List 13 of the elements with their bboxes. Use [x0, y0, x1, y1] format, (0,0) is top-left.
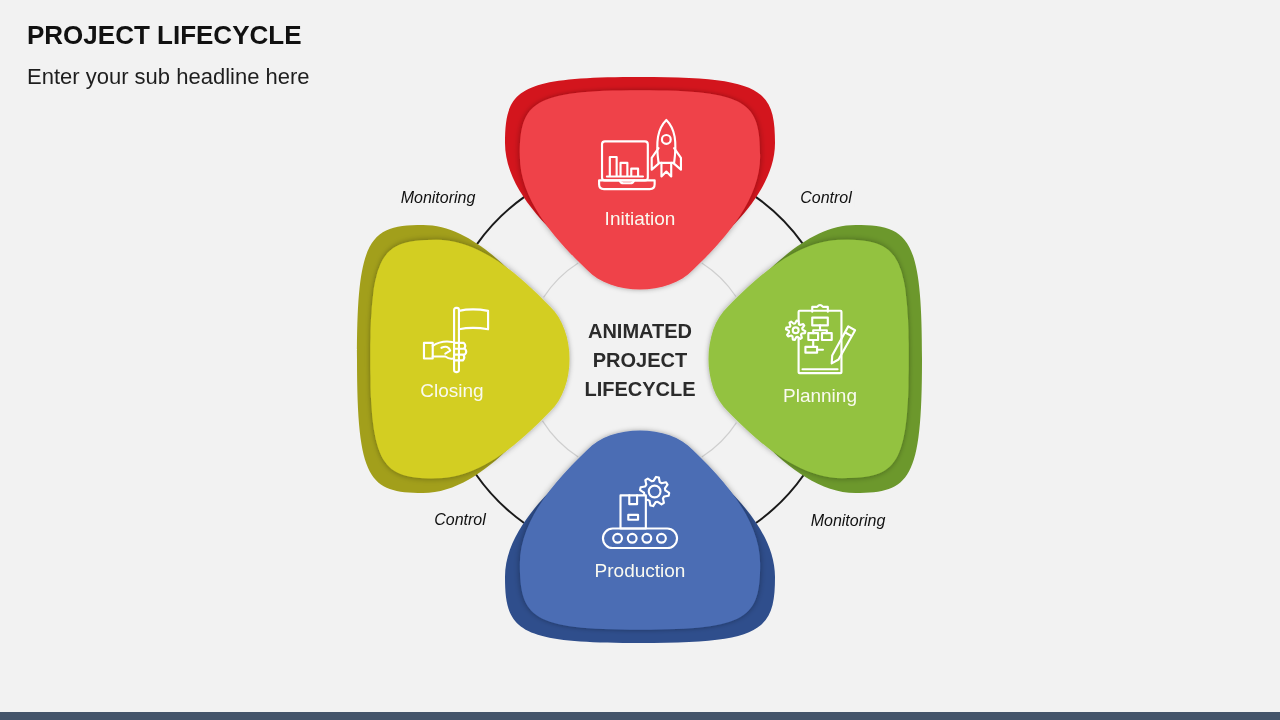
- arc-connector: [476, 195, 526, 246]
- arc-connector: [474, 473, 526, 524]
- stage-label: Closing: [420, 379, 484, 403]
- stage-label: Planning: [783, 384, 857, 408]
- arc-connector: [754, 195, 804, 245]
- stage-label: Production: [594, 559, 686, 583]
- edge-label: Monitoring: [808, 511, 888, 531]
- edge-label: Monitoring: [398, 188, 478, 208]
- subtitle: Enter your sub headline here: [27, 64, 310, 91]
- slide-title: PROJECT LIFECYCLE: [27, 20, 302, 52]
- arc-connector: [754, 473, 805, 524]
- center-title: ANIMATED PROJECT LIFECYCLE: [583, 318, 697, 402]
- stage-label: Initiation: [604, 207, 676, 231]
